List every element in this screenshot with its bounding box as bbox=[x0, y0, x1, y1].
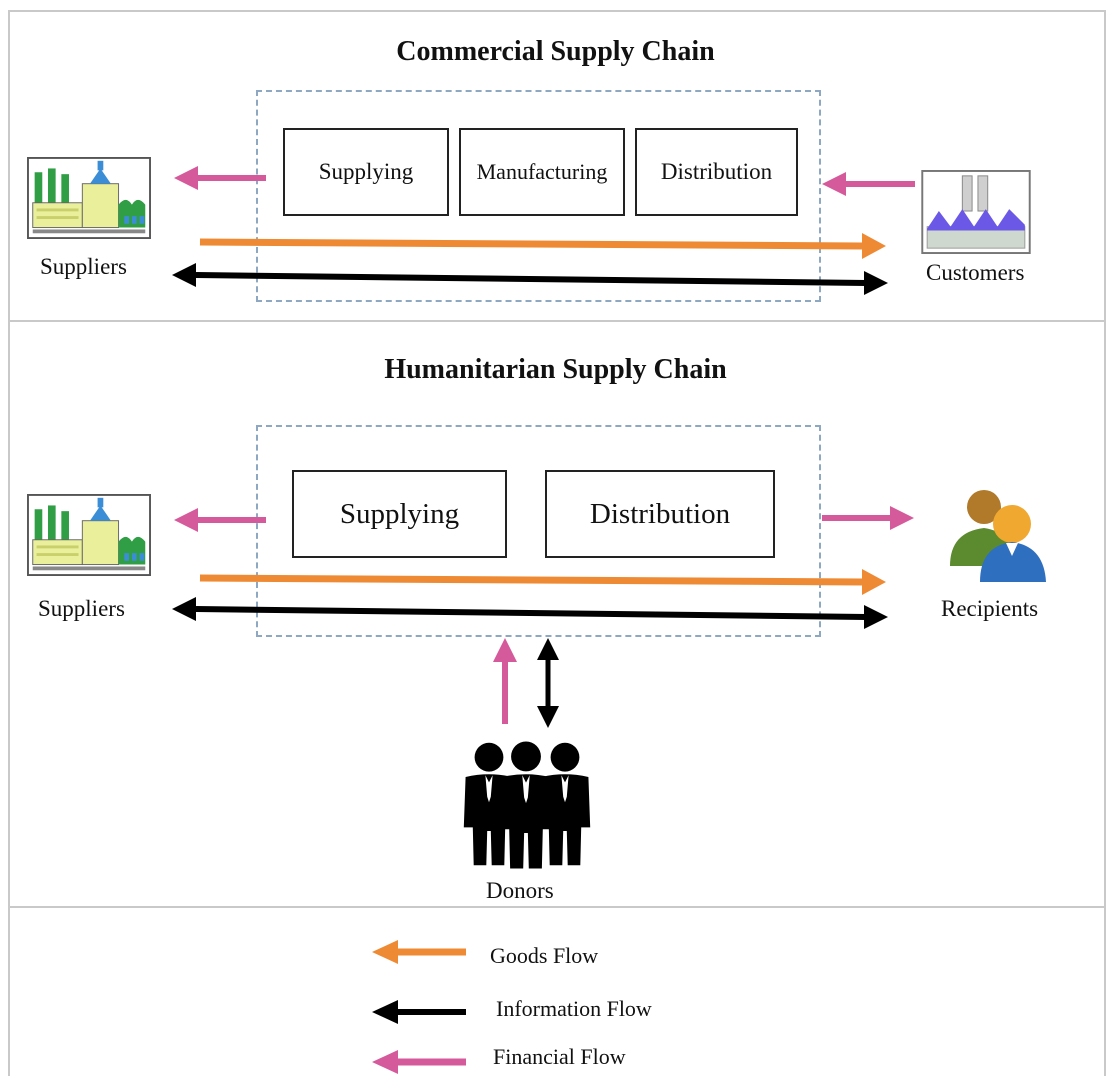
commercial-title: Commercial Supply Chain bbox=[396, 36, 715, 67]
commercial-step-distribution: Distribution bbox=[635, 128, 798, 216]
humanitarian-boundary bbox=[256, 425, 821, 637]
humanitarian-suppliers-label: Suppliers bbox=[38, 596, 125, 621]
humanitarian-title: Humanitarian Supply Chain bbox=[384, 354, 727, 385]
humanitarian-step-supplying-label: Supplying bbox=[339, 497, 460, 530]
commercial-suppliers-label: Suppliers bbox=[40, 254, 127, 279]
donors-label: Donors bbox=[486, 878, 554, 903]
commercial-step-supplying: Supplying bbox=[283, 128, 449, 216]
legend-goods-label: Goods Flow bbox=[490, 943, 599, 968]
commercial-boundary bbox=[256, 90, 821, 302]
commercial-step-manufacturing-label: Manufacturing bbox=[476, 159, 608, 184]
legend-financial-label: Financial Flow bbox=[493, 1044, 626, 1069]
legend-information-label: Information Flow bbox=[496, 996, 652, 1021]
commercial-step-manufacturing: Manufacturing bbox=[459, 128, 625, 216]
commercial-step-distribution-label: Distribution bbox=[660, 159, 773, 184]
commercial-step-supplying-label: Supplying bbox=[318, 159, 414, 184]
recipients-label: Recipients bbox=[941, 596, 1039, 621]
humanitarian-step-distribution: Distribution bbox=[545, 470, 775, 558]
customers-label: Customers bbox=[926, 260, 1025, 285]
humanitarian-step-supplying: Supplying bbox=[292, 470, 507, 558]
legend-panel bbox=[8, 906, 1106, 1076]
humanitarian-step-distribution-label: Distribution bbox=[589, 497, 731, 530]
